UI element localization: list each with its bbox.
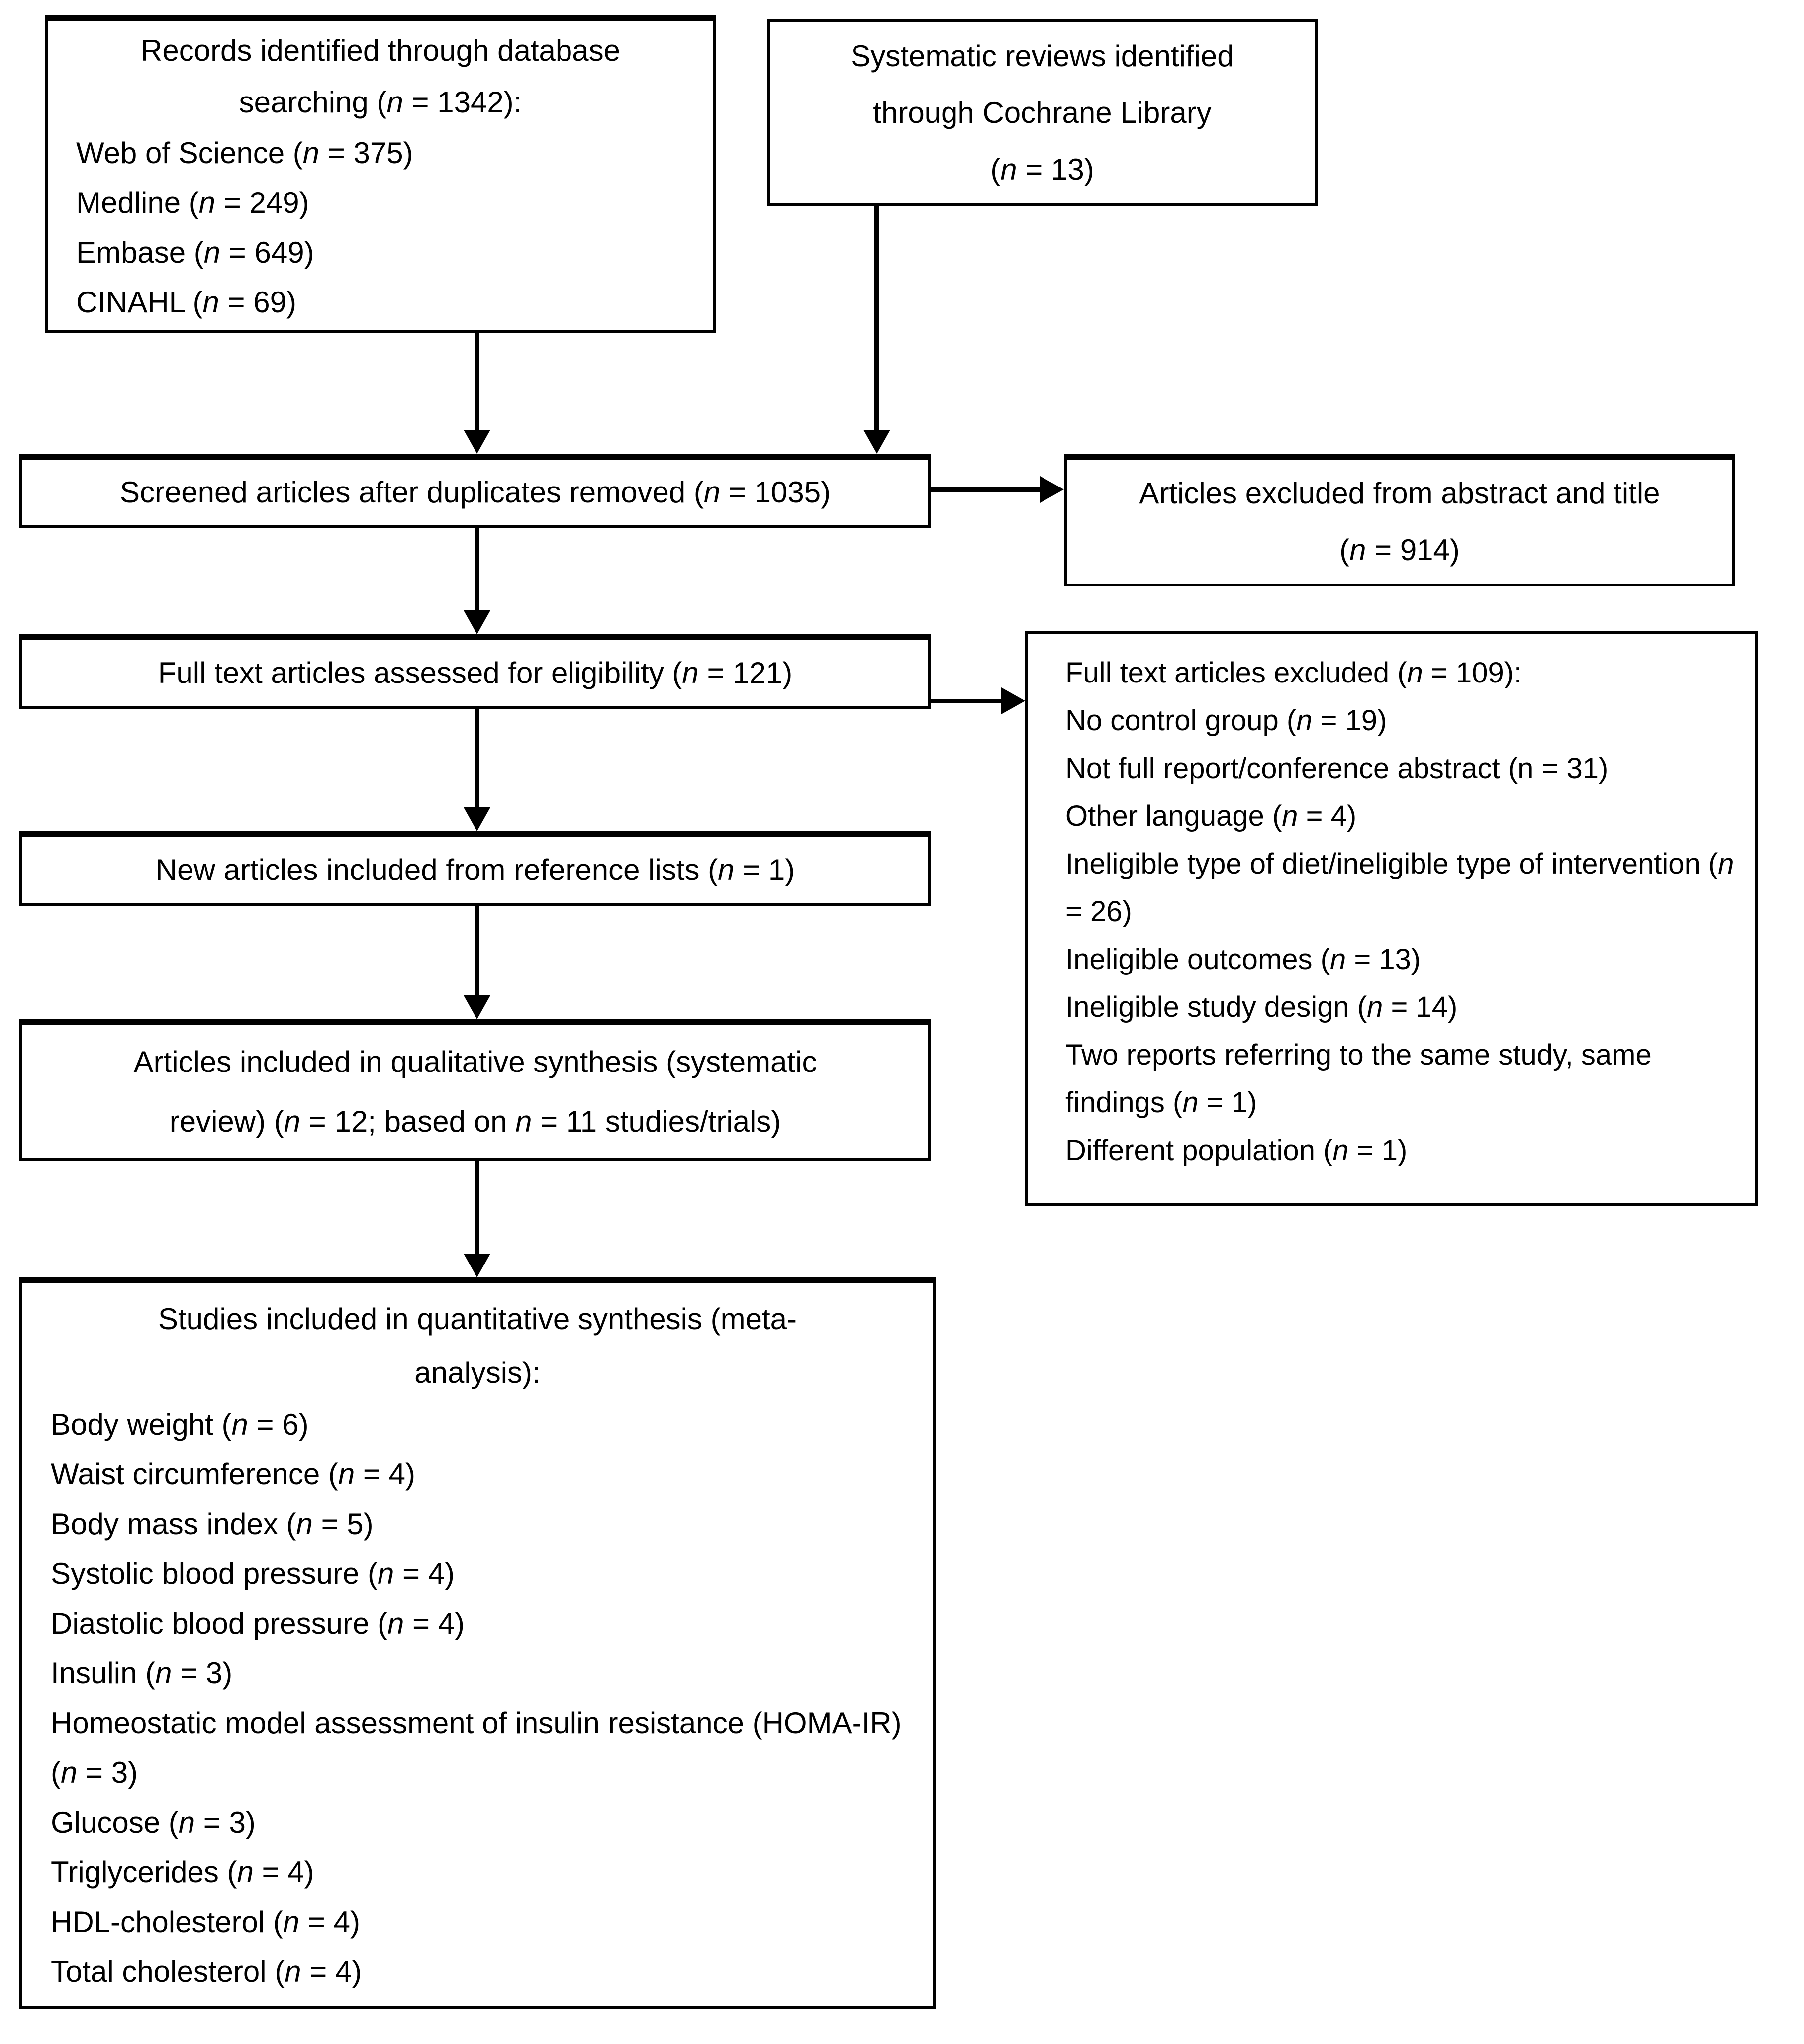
records-item-web-of-science: Web of Science (n = 375) — [76, 136, 413, 170]
fulltext-excluded-title: Full text articles excluded (n = 109): — [1065, 657, 1522, 689]
fulltext-excluded-item-ineligible-diet: Ineligible type of diet/ineligible type … — [1065, 848, 1734, 928]
arrow-newarticles-to-qualitative-head — [464, 995, 490, 1019]
box-records-identified: Records identified through database sear… — [45, 15, 716, 333]
box-qualitative-synthesis: Articles included in qualitative synthes… — [19, 1019, 931, 1161]
fulltext-excluded-item-no-control: No control group (n = 19) — [1065, 704, 1387, 737]
quantitative-item-hdl-cholesterol: HDL-cholesterol (n = 4) — [51, 1905, 360, 1939]
arrow-qualitative-to-quantitative-line — [475, 1161, 479, 1254]
box-excluded-abstract-title: Articles excluded from abstract and titl… — [1064, 454, 1735, 586]
fulltext-excluded-item-two-reports: Two reports referring to the same study,… — [1065, 1039, 1652, 1119]
arrow-records-to-screened-line — [475, 333, 479, 431]
arrow-fulltext-to-newarticles-head — [464, 807, 490, 831]
cochrane-line-2: through Cochrane Library — [873, 96, 1212, 129]
quantitative-item-bmi: Body mass index (n = 5) — [51, 1507, 374, 1541]
records-item-embase: Embase (n = 649) — [76, 236, 314, 269]
box-quantitative-synthesis: Studies included in quantitative synthes… — [19, 1277, 936, 2009]
records-items: Web of Science (n = 375) Medline (n = 24… — [48, 128, 713, 327]
quantitative-title-line-1: Studies included in quantitative synthes… — [158, 1302, 797, 1336]
quantitative-item-insulin: Insulin (n = 3) — [51, 1656, 233, 1690]
fulltext-excluded-item-other-language: Other language (n = 4) — [1065, 800, 1357, 832]
box-screened-articles: Screened articles after duplicates remov… — [19, 454, 931, 528]
qualitative-line-1: Articles included in qualitative synthes… — [133, 1045, 817, 1078]
arrow-screened-to-fulltext-head — [464, 610, 490, 634]
quantitative-item-homa-ir: Homeostatic model assessment of insulin … — [51, 1706, 902, 1789]
arrow-fulltext-to-excluded-line — [931, 699, 1001, 703]
quantitative-item-waist-circumference: Waist circumference (n = 4) — [51, 1458, 415, 1491]
box-cochrane-reviews: Systematic reviews identified through Co… — [767, 19, 1318, 206]
quantitative-title-line-2: analysis): — [414, 1356, 541, 1389]
records-title-line-2: searching (n = 1342): — [239, 86, 522, 119]
fulltext-excluded-item-different-population: Different population (n = 1) — [1065, 1134, 1408, 1167]
screened-label: Screened articles after duplicates remov… — [119, 476, 831, 509]
arrow-screened-to-excluded-line — [931, 487, 1040, 492]
arrow-newarticles-to-qualitative-line — [475, 906, 479, 995]
arrow-qualitative-to-quantitative-head — [464, 1254, 490, 1277]
cochrane-line-1: Systematic reviews identified — [851, 39, 1234, 73]
fulltext-label: Full text articles assessed for eligibil… — [158, 656, 793, 689]
quantitative-item-glucose: Glucose (n = 3) — [51, 1806, 256, 1839]
records-title-line-1: Records identified through database — [141, 34, 620, 67]
arrow-cochrane-to-screened-head — [863, 430, 890, 454]
fulltext-excluded-item-ineligible-design: Ineligible study design (n = 14) — [1065, 991, 1458, 1023]
arrow-cochrane-to-screened-line — [874, 206, 879, 430]
arrow-screened-to-fulltext-line — [475, 528, 479, 610]
box-fulltext-excluded: Full text articles excluded (n = 109): N… — [1025, 631, 1758, 1206]
new-articles-label: New articles included from reference lis… — [155, 853, 795, 886]
excluded-abstract-line-2: (n = 914) — [1339, 533, 1460, 567]
fulltext-excluded-item-not-full-report: Not full report/conference abstract (n =… — [1065, 752, 1609, 784]
records-item-cinahl: CINAHL (n = 69) — [76, 286, 296, 319]
records-item-medline: Medline (n = 249) — [76, 186, 309, 219]
cochrane-line-3: (n = 13) — [990, 152, 1094, 186]
arrow-records-to-screened-head — [464, 430, 490, 454]
box-fulltext-assessed: Full text articles assessed for eligibil… — [19, 634, 931, 709]
fulltext-excluded-item-ineligible-outcomes: Ineligible outcomes (n = 13) — [1065, 943, 1421, 975]
quantitative-item-triglycerides: Triglycerides (n = 4) — [51, 1855, 314, 1889]
arrow-screened-to-excluded-head — [1040, 476, 1064, 503]
quantitative-item-systolic-bp: Systolic blood pressure (n = 4) — [51, 1557, 455, 1590]
box-new-articles-reference-lists: New articles included from reference lis… — [19, 831, 931, 906]
quantitative-item-diastolic-bp: Diastolic blood pressure (n = 4) — [51, 1607, 465, 1640]
qualitative-line-2: review) (n = 12; based on n = 11 studies… — [169, 1104, 781, 1138]
quantitative-items: Body weight (n = 6) Waist circumference … — [22, 1400, 933, 1997]
quantitative-item-body-weight: Body weight (n = 6) — [51, 1408, 309, 1441]
arrow-fulltext-to-newarticles-line — [475, 709, 479, 807]
excluded-abstract-line-1: Articles excluded from abstract and titl… — [1139, 476, 1660, 510]
quantitative-item-total-cholesterol: Total cholesterol (n = 4) — [51, 1955, 362, 1988]
arrow-fulltext-to-excluded-head — [1001, 687, 1025, 714]
